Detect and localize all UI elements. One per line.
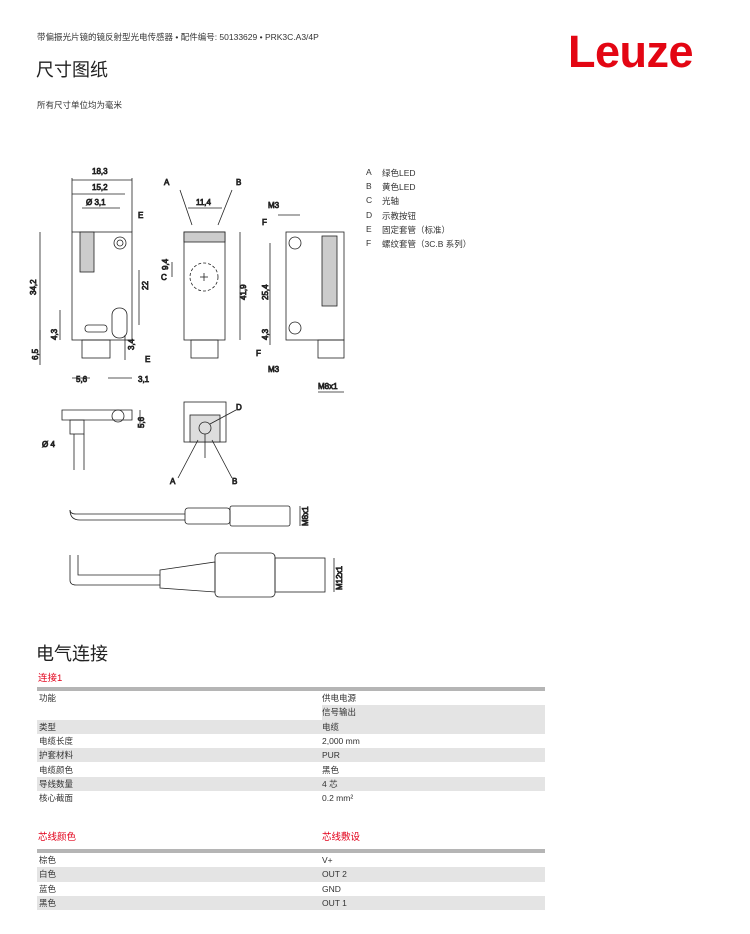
table-row: 信号输出 <box>37 705 545 720</box>
leuze-logo: Leuze <box>568 26 694 77</box>
dim-41-9: 41,9 <box>239 284 248 300</box>
dim-6-5: 6,5 <box>31 348 40 360</box>
dim-4-3-right: 4,3 <box>261 328 270 340</box>
dim-9-4: 9,4 <box>161 258 170 270</box>
dim-m8x1-connector: M8x1 <box>318 382 338 391</box>
dim-15-2: 15,2 <box>92 183 108 192</box>
dim-25-4: 25,4 <box>261 284 270 300</box>
table-row: 功能供电电源 <box>39 693 357 704</box>
electrical-title: 电气连接 <box>36 644 108 664</box>
sensor-bottom-view <box>61 409 141 470</box>
table-header-bar <box>37 849 545 853</box>
dim-m8x1-cable: M8x1 <box>301 506 310 526</box>
document-subtitle: 带偏振光片镜的镜反射型光电传感器 • 配件编号: 50133629 • PRK3… <box>37 32 319 42</box>
label-D: D <box>236 403 242 412</box>
label-C: C <box>161 273 167 282</box>
dim-22: 22 <box>141 281 150 290</box>
dim-18-3: 18,3 <box>92 167 108 176</box>
connection-label: 连接1 <box>38 673 63 684</box>
dim-34-2: 34,2 <box>29 279 38 295</box>
sensor-side-view-threaded <box>269 214 345 393</box>
label-A-front: A <box>164 178 170 187</box>
dim-dia-3-1: Ø 3,1 <box>86 198 106 207</box>
label-E-top: E <box>138 211 143 220</box>
label-F-bottom: F <box>256 349 261 358</box>
dim-11-4: 11,4 <box>196 198 212 207</box>
label-F-top: F <box>262 218 267 227</box>
table-header-bar <box>37 687 545 691</box>
dim-m3-bottom: M3 <box>268 365 280 374</box>
cable-m8-drawing <box>69 505 301 527</box>
label-B-front: B <box>236 178 241 187</box>
dim-m3-top: M3 <box>268 201 280 210</box>
dim-m12x1: M12x1 <box>335 565 344 590</box>
dim-5-6: 5,6 <box>76 375 88 384</box>
dim-5-6-bottom: 5,6 <box>137 416 146 428</box>
cable-m12-drawing <box>69 552 335 598</box>
label-E-bottom: E <box>145 355 150 364</box>
sensor-side-view <box>39 178 140 379</box>
dimensions-title: 尺寸图纸 <box>36 60 108 80</box>
dim-4-3-left: 4,3 <box>50 328 59 340</box>
dimension-drawing: 18,3 15,2 Ø 3,1 E 34,2 22 4,3 6,5 3,4 E … <box>29 167 345 598</box>
sensor-back-view <box>177 401 237 479</box>
sensor-front-view <box>171 189 241 359</box>
wire-color-header: 芯线颜色 <box>38 832 77 843</box>
dim-3-1: 3,1 <box>138 375 150 384</box>
unit-note: 所有尺寸单位均为毫米 <box>37 100 123 110</box>
table-row: 电缆颜色黑色 <box>39 764 340 775</box>
table-row: 类型电缆 <box>37 719 545 734</box>
wire-assignment-header: 芯线敷设 <box>322 832 361 843</box>
dim-dia-4: Ø 4 <box>42 440 55 449</box>
dim-3-4: 3,4 <box>127 338 136 350</box>
label-A-back: A <box>170 477 176 486</box>
label-B-back: B <box>232 477 237 486</box>
